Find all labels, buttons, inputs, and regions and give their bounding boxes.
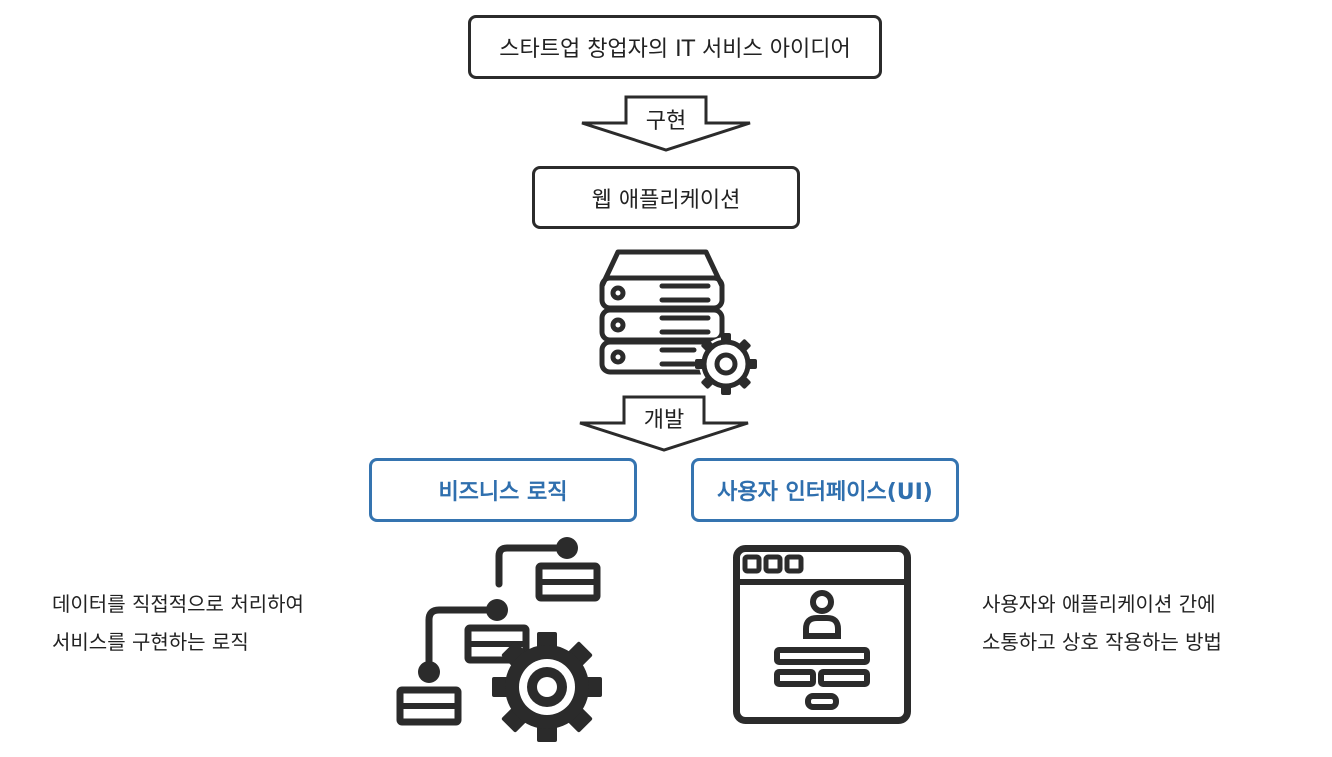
- web-app-box-label: 웹 애플리케이션: [591, 187, 741, 213]
- business-logic-desc-line2: 서비스를 구현하는 로직: [52, 630, 249, 654]
- web-app-box: 웹 애플리케이션: [532, 166, 800, 229]
- user-interface-desc-line2: 소통하고 상호 작용하는 방법: [982, 630, 1222, 654]
- arrow-down-icon: [581, 95, 751, 152]
- arrow-down-icon: [579, 395, 749, 452]
- business-logic-icon: [396, 537, 602, 742]
- user-interface-desc-line1: 사용자와 애플리케이션 간에: [982, 592, 1216, 616]
- arrow-label-implement: 구현: [645, 109, 687, 134]
- business-logic-desc-line1: 데이터를 직접적으로 처리하여: [52, 592, 304, 616]
- arrow-label-develop: 개발: [643, 408, 685, 433]
- user-interface-box: 사용자 인터페이스(UI): [691, 458, 959, 522]
- business-logic-box: 비즈니스 로직: [369, 458, 637, 522]
- user-interface-description: 사용자와 애플리케이션 간에 소통하고 상호 작용하는 방법: [982, 585, 1302, 661]
- server-gear-icon: [599, 249, 757, 395]
- idea-box: 스타트업 창업자의 IT 서비스 아이디어: [468, 15, 882, 79]
- idea-box-label: 스타트업 창업자의 IT 서비스 아이디어: [499, 37, 851, 62]
- user-interface-box-label: 사용자 인터페이스(UI): [717, 480, 933, 505]
- ui-window-icon: [733, 545, 911, 724]
- business-logic-description: 데이터를 직접적으로 처리하여 서비스를 구현하는 로직: [52, 585, 372, 661]
- business-logic-box-label: 비즈니스 로직: [438, 480, 568, 505]
